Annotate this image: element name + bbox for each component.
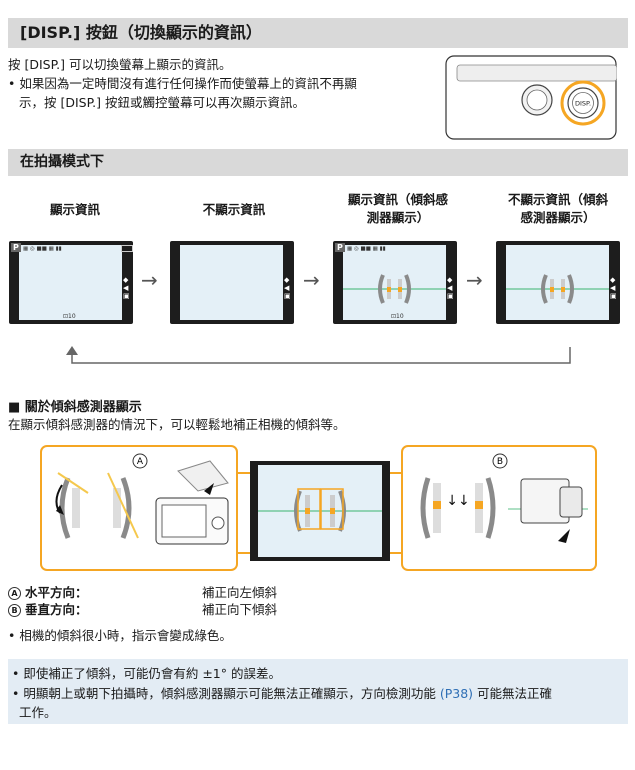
note-direction-detection: • 明顯朝上或朝下拍攝時，傾斜感測器顯示可能無法正確顯示，方向檢測功能 (P38… xyxy=(12,686,553,701)
screen-show-info-tilt: P ▦ ◎ ■■ ▦ ▮▮ ◆◀▣ ⊡10 xyxy=(333,241,457,324)
lcd-status-icons: ▦ ◎ ■■ ▦ ▮▮ xyxy=(23,246,62,252)
column-label-show-info: 顯示資訊 xyxy=(49,202,100,217)
marker-a: A xyxy=(137,457,144,467)
arrow-right-icon: → xyxy=(141,268,158,292)
note-direction-detection-cont: 工作。 xyxy=(19,705,57,720)
side-tab-icons: ◆◀▣ xyxy=(123,276,130,300)
tilt-sensor-description: 在顯示傾斜感測器的情況下，可以輕鬆地補正相機的傾斜等。 xyxy=(8,417,346,432)
tilt-sensor-diagram: A B ↓↓ xyxy=(40,445,597,571)
lcd-count: ⊡10 xyxy=(391,313,404,320)
disp-intro-text: 按 [DISP.] 可以切換螢幕上顯示的資訊。 xyxy=(8,57,232,72)
disp-bullet-line2: 示，按 [DISP.] 按鈕或觸控螢幕可以再次顯示資訊。 xyxy=(19,95,306,110)
section-title-disp: [DISP.] 按鈕（切換顯示的資訊） xyxy=(8,18,628,48)
tilt-sensor-icon xyxy=(506,274,609,304)
battery-icon xyxy=(121,245,133,252)
marker-b: B xyxy=(497,457,503,467)
screen-hide-info-tilt: ◆◀▣ xyxy=(496,241,620,324)
tilt-green-note: • 相機的傾斜很小時，指示會變成綠色。 xyxy=(8,628,232,643)
note-error-margin: • 即使補正了傾斜，可能仍會有約 ±1° 的誤差。 xyxy=(12,666,281,681)
side-tab-icons: ◆◀▣ xyxy=(447,276,454,300)
return-arrow-icon xyxy=(66,346,571,364)
tilt-sensor-icon xyxy=(343,274,446,304)
svg-text:↓↓: ↓↓ xyxy=(446,493,469,509)
mode-p-label: P xyxy=(11,243,21,252)
side-tab-icons: ◆◀▣ xyxy=(610,276,617,300)
lcd-status-icons: ▦ ◎ ■■ ▦ ▮▮ xyxy=(347,246,386,252)
notes-box: • 即使補正了傾斜，可能仍會有約 ±1° 的誤差。 • 明顯朝上或朝下拍攝時，傾… xyxy=(8,659,628,724)
tilt-sensor-heading: ■ 關於傾斜感測器顯示 xyxy=(8,400,142,415)
mode-p-label: P xyxy=(335,243,345,252)
screen-hide-info: ◆◀▣ xyxy=(170,241,294,324)
column-label-show-info-tilt: 顯示資訊（傾斜感 測器顯示） xyxy=(347,192,448,225)
camera-disp-button-illustration: DISP. xyxy=(445,55,617,140)
page-link-p38[interactable]: (P38) xyxy=(439,686,474,701)
disp-bullet-line1: • 如果因為一定時間沒有進行任何操作而使螢幕上的資訊不再顯 xyxy=(8,76,357,91)
screen-show-info: P ▦ ◎ ■■ ▦ ▮▮ ◆◀▣ ⊡10 xyxy=(9,241,133,324)
lcd-count: ⊡10 xyxy=(63,313,76,320)
arrow-right-icon: → xyxy=(466,268,483,292)
disp-button-label: DISP. xyxy=(575,100,591,108)
row-horizontal-value: 補正向左傾斜 xyxy=(202,585,278,600)
arrow-right-icon: → xyxy=(303,268,320,292)
row-vertical-value: 補正向下傾斜 xyxy=(202,602,278,617)
section-title-shooting-mode: 在拍攝模式下 xyxy=(8,149,628,176)
side-tab-icons: ◆◀▣ xyxy=(284,276,291,300)
column-label-hide-info: 不顯示資訊 xyxy=(202,202,266,217)
column-label-hide-info-tilt: 不顯示資訊（傾斜 感測器顯示） xyxy=(507,192,608,225)
